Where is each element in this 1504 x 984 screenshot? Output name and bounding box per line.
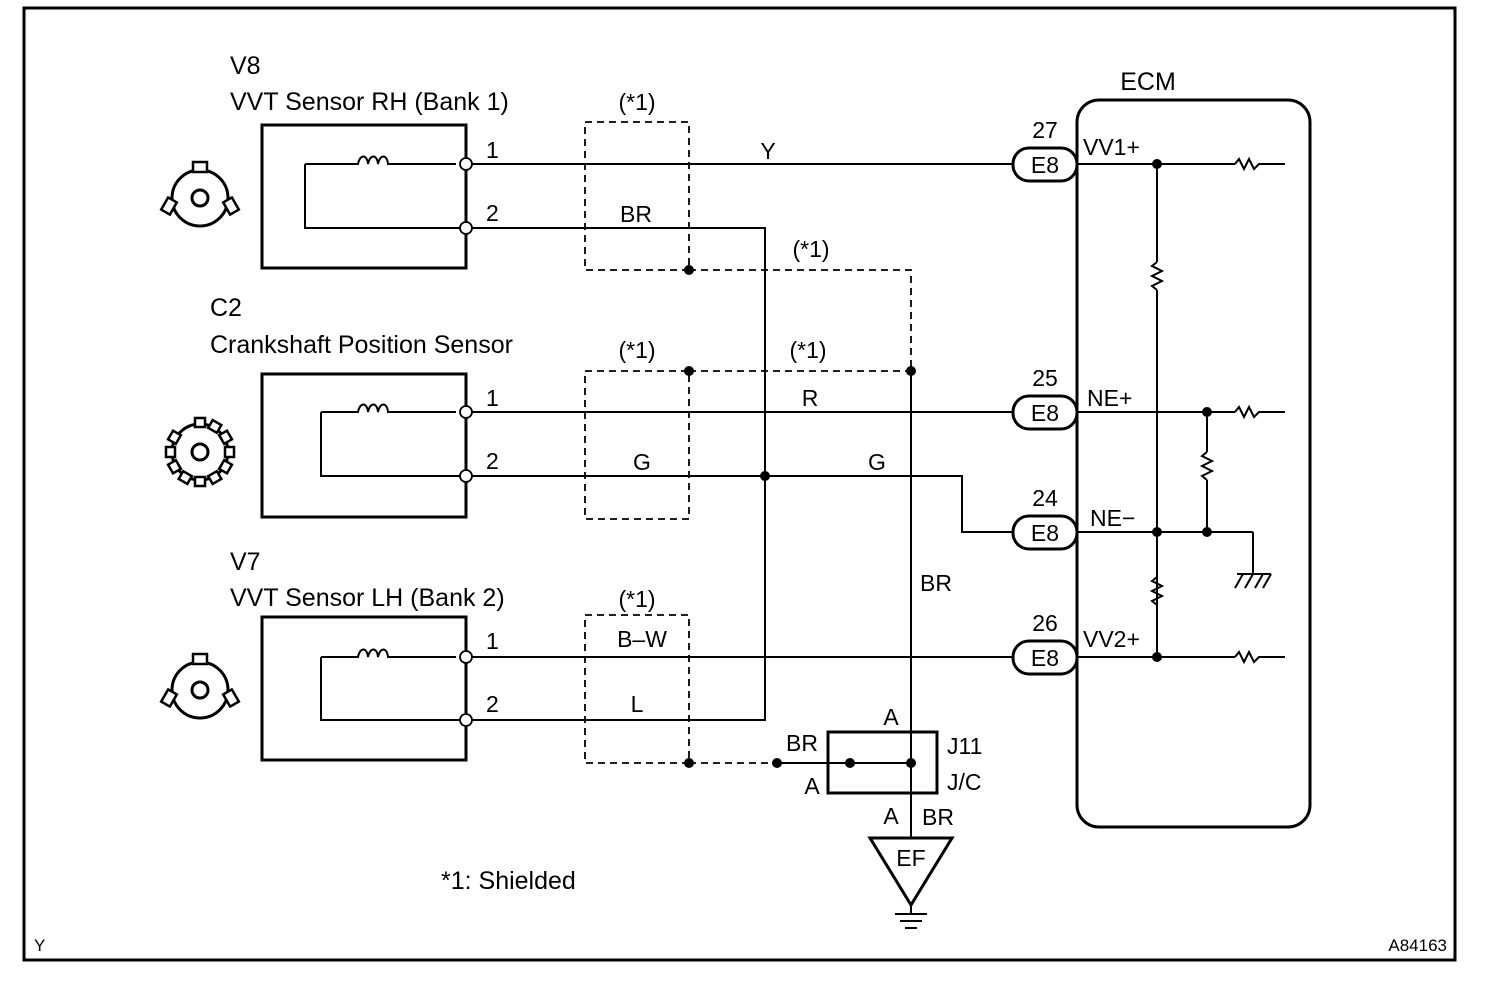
ecm-terminal-ne-plus: E8 25 NE+ xyxy=(1011,365,1132,431)
wire-color-c2-pin2: G xyxy=(633,449,651,475)
wire-color-vv1-plus: Y xyxy=(760,138,775,164)
shield-drain-v8 xyxy=(689,269,912,371)
pin-2-label: 2 xyxy=(486,691,499,717)
wire-color-jc-out: BR xyxy=(922,804,954,830)
shielding: (*1) (*1) (*1) (*1) (*1) xyxy=(584,89,916,768)
sensor-name: VVT Sensor RH (Bank 1) xyxy=(230,88,509,116)
connector-code: E8 xyxy=(1031,520,1059,546)
connector-code: E8 xyxy=(1031,152,1059,178)
pin-1-label: 1 xyxy=(486,628,499,654)
connector-code: E8 xyxy=(1031,645,1059,671)
wire-color-shield-drain: BR xyxy=(920,570,952,596)
pin-1-label: 1 xyxy=(486,137,499,163)
shield-mark: (*1) xyxy=(618,337,655,363)
corner-label-left: Y xyxy=(34,936,45,955)
ecm-internal-circuit xyxy=(1077,156,1285,665)
wire-color-v8-pin2: BR xyxy=(620,201,652,227)
splice-point xyxy=(760,471,770,481)
pin-1 xyxy=(459,650,473,664)
ground-point-ef: EF xyxy=(867,836,955,929)
shield-v7 xyxy=(584,614,690,764)
pin-1-label: 1 xyxy=(486,385,499,411)
sensor-box xyxy=(260,615,468,762)
signal-name: VV2+ xyxy=(1083,626,1140,652)
wire-color-ne-minus: G xyxy=(868,449,886,475)
timing-rotor-icon xyxy=(159,652,241,720)
ecm-title: ECM xyxy=(1120,68,1176,96)
sensor-code: V7 xyxy=(230,548,261,576)
shield-v8 xyxy=(584,121,690,271)
pickup-coil xyxy=(320,648,466,721)
shield-mark: (*1) xyxy=(792,236,829,262)
pin-number: 24 xyxy=(1032,485,1058,511)
wire-ne-minus xyxy=(472,475,1013,533)
connector-code: E8 xyxy=(1031,400,1059,426)
shield-mark: (*1) xyxy=(618,586,655,612)
ground-label: EF xyxy=(896,845,925,871)
ground-circuit: BR J11 J/C A A A BR BR EF xyxy=(777,371,982,929)
signal-name: VV1+ xyxy=(1083,134,1140,160)
pin-2-label: 2 xyxy=(486,200,499,226)
pin-number: 25 xyxy=(1032,365,1058,391)
wire-color-v7-pin2: L xyxy=(631,691,644,717)
shield-mark: (*1) xyxy=(789,337,826,363)
shield-c2 xyxy=(584,370,690,520)
terminal-label: A xyxy=(883,803,899,829)
wire-color-ne-plus: R xyxy=(802,385,819,411)
ecm-terminal-vv1-plus: E8 27 VV1+ xyxy=(1011,117,1140,183)
sensor-box xyxy=(260,372,468,519)
junction-type: J/C xyxy=(947,769,982,795)
pickup-coil xyxy=(320,403,466,477)
sensor-v8: V8 VVT Sensor RH (Bank 1) 1 2 xyxy=(159,52,509,270)
terminal-label: A xyxy=(883,704,899,730)
ground-triangle xyxy=(867,836,955,908)
crank-rotor-icon xyxy=(164,416,236,488)
wire-color-jc-in: BR xyxy=(786,730,818,756)
signal-wires: Y BR R G G B–W L xyxy=(472,138,1013,721)
sensor-v7: V7 VVT Sensor LH (Bank 2) 1 2 xyxy=(159,548,505,762)
diagram-id: A84163 xyxy=(1388,936,1447,955)
shield-mark: (*1) xyxy=(618,89,655,115)
sensor-code: V8 xyxy=(230,52,261,80)
junction-code: J11 xyxy=(947,733,982,759)
shield-legend: *1: Shielded xyxy=(441,867,576,895)
signal-name: NE+ xyxy=(1087,385,1132,411)
pin-2-label: 2 xyxy=(486,448,499,474)
pin-number: 26 xyxy=(1032,610,1058,636)
ecm-unit: ECM E8 27 VV1+ E8 25 NE+ E8 24 NE− E8 26… xyxy=(1011,68,1312,829)
sensor-name: Crankshaft Position Sensor xyxy=(210,331,513,359)
sensor-name: VVT Sensor LH (Bank 2) xyxy=(230,584,505,612)
ecm-box xyxy=(1075,98,1312,829)
sensor-code: C2 xyxy=(210,294,242,322)
terminal-label: A xyxy=(804,773,820,799)
pin-number: 27 xyxy=(1032,117,1058,143)
pin-2 xyxy=(459,221,473,235)
pin-1 xyxy=(459,157,473,171)
pin-2 xyxy=(459,469,473,483)
ecm-terminal-ne-minus: E8 24 NE− xyxy=(1011,485,1135,551)
pickup-coil xyxy=(304,155,466,229)
junction-j11: J11 J/C A A A BR BR xyxy=(777,704,982,830)
diagram-frame xyxy=(22,6,1457,962)
pin-2 xyxy=(459,713,473,727)
timing-rotor-icon xyxy=(159,160,241,228)
pin-1 xyxy=(459,405,473,419)
sensor-box xyxy=(260,123,468,270)
ground-hatch xyxy=(1234,573,1272,589)
sensor-c2: C2 Crankshaft Position Sensor 1 2 xyxy=(164,294,513,519)
signal-name: NE− xyxy=(1090,505,1135,531)
wire-color-vv2-plus: B–W xyxy=(617,626,667,652)
